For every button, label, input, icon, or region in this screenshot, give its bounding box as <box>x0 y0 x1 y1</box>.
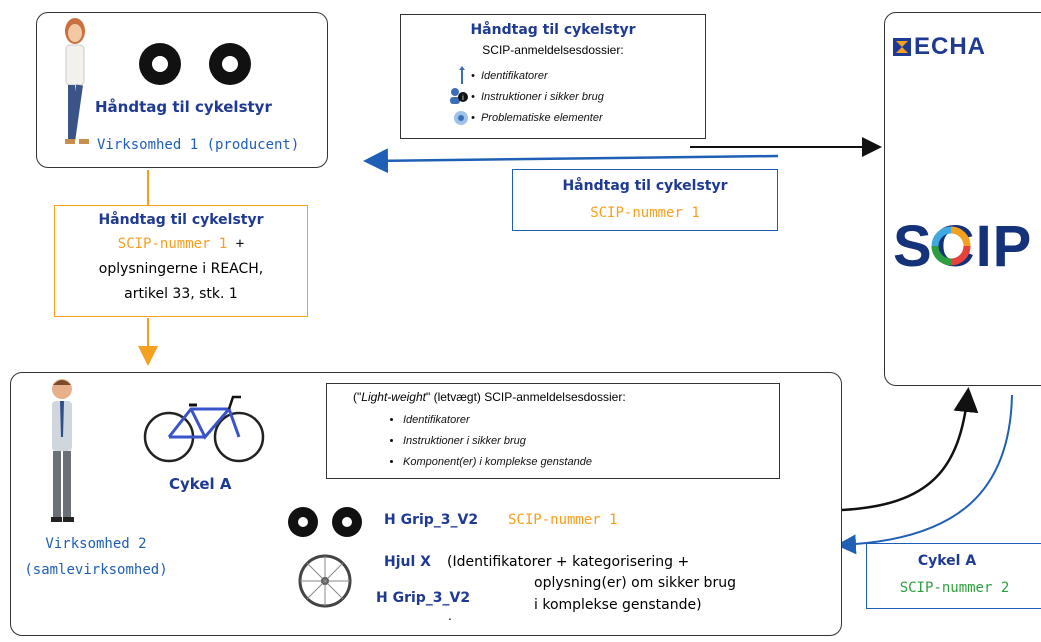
return-arrow <box>363 148 779 174</box>
cykel-scip-number: SCIP-nummer 2 <box>899 580 1010 596</box>
component2-desc-line3: i komplekse genstande) <box>534 597 702 613</box>
supply-chain-info-box: Håndtag til cykelstyr SCIP-nummer 1 + op… <box>54 205 308 317</box>
dossier-box: Håndtag til cykelstyr SCIP-anmeldelsesdo… <box>400 14 706 139</box>
echa-panel: ECHA SCIP <box>884 12 1041 386</box>
return-scip-number: SCIP-nummer 1 <box>590 205 700 221</box>
lightweight-item: Komponent(er) i komplekse genstande <box>403 452 592 473</box>
dossier-item-label: Identifikatorer <box>480 69 548 82</box>
dossier-item-label: Problematiske elementer <box>480 111 603 124</box>
company2-line1: Virksomhed 2 <box>45 536 147 552</box>
identifier-icon <box>459 66 465 84</box>
bicycle-label: Cykel A <box>169 475 232 493</box>
component2-desc-line1: (Identifikatorer + kategorisering + <box>447 554 690 570</box>
scip-logo: SCIP <box>893 213 1032 280</box>
dossier-item: • Identifikatorer <box>459 65 701 86</box>
echa-logo-text: ECHA <box>914 33 987 60</box>
cykel-scip-box: Cykel A SCIP-nummer 2 <box>866 543 1041 609</box>
info-line3: artikel 33, stk. 1 <box>124 286 238 302</box>
company1-box: Håndtag til cykelstyr Virksomhed 1 (prod… <box>36 12 328 168</box>
instructions-icon: i <box>450 88 468 104</box>
hazard-icon <box>454 111 468 125</box>
scip-ring-icon <box>931 226 971 266</box>
lightweight-items: Identifikatorer Instruktioner i sikker b… <box>387 410 592 473</box>
lightweight-item: Instruktioner i sikker brug <box>403 431 592 452</box>
component1-scip: SCIP-nummer 1 <box>508 512 618 528</box>
dossier-subtitle: SCIP-anmeldelsesdossier: <box>482 43 624 57</box>
info-line2: oplysningerne i REACH, <box>98 261 264 277</box>
company1-label: Virksomhed 1 (producent) <box>97 137 300 153</box>
company2-line2: (samlevirksomhed) <box>24 562 168 578</box>
man-figure-icon <box>51 379 74 522</box>
echa-mark-icon <box>893 38 911 56</box>
product-title: Håndtag til cykelstyr <box>95 98 272 116</box>
wheel-icon <box>298 554 352 608</box>
return-title: Håndtag til cykelstyr <box>562 178 728 194</box>
lightweight-title: ("Light-weight" (letvægt) SCIP-anmeldels… <box>353 390 626 404</box>
grip-icon <box>288 507 362 537</box>
grip-icon <box>139 43 251 85</box>
stray-dot: . <box>448 609 452 623</box>
cykel-scip-title: Cykel A <box>917 553 977 569</box>
component2-desc-line2: oplysning(er) om sikker brug <box>534 575 736 591</box>
bicycle-icon <box>143 395 265 463</box>
lightweight-dossier-box: ("Light-weight" (letvægt) SCIP-anmeldels… <box>326 383 780 479</box>
component1-name: H Grip_3_V2 <box>384 512 479 528</box>
woman-figure-icon <box>65 18 89 144</box>
return-curve <box>836 394 1013 555</box>
company2-box: Cykel A Virksomhed 2 (samlevirksomhed) (… <box>10 372 842 636</box>
info-plus: + <box>235 236 245 252</box>
dossier-items: • Identifikatorer i • Instruktioner i si… <box>450 65 701 128</box>
scip-logo-text: SCIP <box>893 214 1033 279</box>
submit-curve <box>841 387 979 512</box>
component2-grip: H Grip_3_V2 <box>376 590 471 606</box>
dossier-item-label: Instruktioner i sikker brug <box>480 90 604 103</box>
echa-logo: ECHA <box>893 33 986 61</box>
dossier-item: • Problematiske elementer <box>454 107 701 128</box>
dossier-item: i • Instruktioner i sikker brug <box>450 86 701 107</box>
info-title: Håndtag til cykelstyr <box>98 212 264 228</box>
return-scip-box: Håndtag til cykelstyr SCIP-nummer 1 <box>512 169 778 231</box>
info-scip-number: SCIP-nummer 1 <box>117 236 228 252</box>
component2-name: Hjul X <box>384 554 431 570</box>
lightweight-item: Identifikatorer <box>403 410 592 431</box>
dossier-title: Håndtag til cykelstyr <box>470 22 636 38</box>
svg-text:i: i <box>462 94 464 102</box>
